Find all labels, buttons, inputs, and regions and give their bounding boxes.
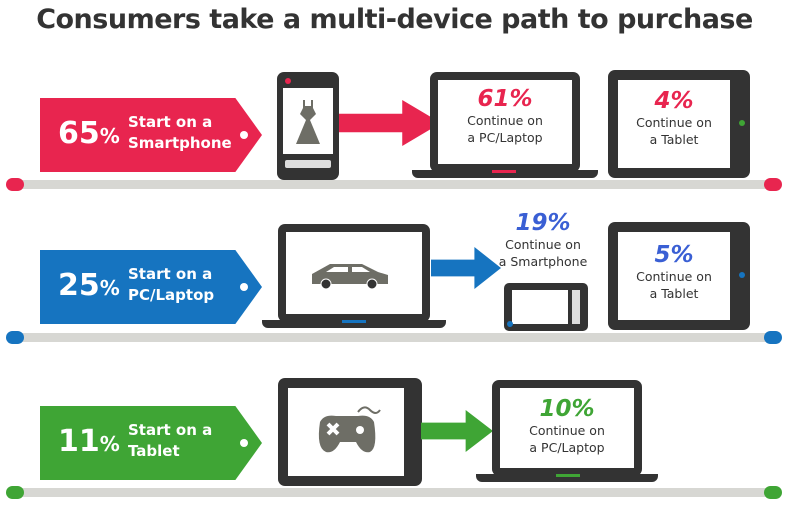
tablet-device — [608, 222, 750, 330]
start-tag-tablet: 11% Start on a Tablet — [40, 406, 262, 480]
continue-laptop: 61% Continue on a PC/Laptop — [440, 86, 570, 146]
laptop-base — [412, 170, 598, 178]
rail-end-left — [6, 486, 24, 499]
smartphone-device — [277, 72, 339, 180]
continue-label-device: a PC/Laptop — [467, 130, 543, 145]
laptop-base — [476, 474, 658, 482]
row-rail — [14, 180, 774, 189]
start-label-device: Tablet — [128, 442, 180, 460]
rail-end-right — [764, 178, 782, 191]
continue-label: Continue on — [505, 237, 581, 252]
continue-label-device: a Tablet — [649, 286, 699, 301]
camera-dot — [285, 78, 291, 84]
continue-label-device: a Smartphone — [498, 254, 588, 269]
rail-end-right — [764, 486, 782, 499]
continue-laptop: 10% Continue on a PC/Laptop — [502, 396, 632, 456]
tablet-device — [608, 70, 750, 178]
percent-sign: % — [99, 124, 120, 148]
percent-sign: % — [99, 432, 120, 456]
row-rail — [14, 488, 774, 497]
continue-label: Continue on — [529, 423, 605, 438]
continue-percent: 10% — [539, 396, 595, 422]
arrow-right-icon — [339, 100, 441, 146]
dress-icon — [296, 100, 320, 144]
row-rail — [14, 333, 774, 342]
continue-label: Continue on — [636, 269, 712, 284]
tag-hole — [240, 131, 248, 139]
tag-hole — [240, 283, 248, 291]
start-label: Start on a — [128, 265, 213, 283]
continue-label: Continue on — [467, 113, 543, 128]
continue-percent: 19% — [515, 210, 571, 236]
start-label-device: PC/Laptop — [128, 286, 215, 304]
gamepad-icon — [318, 406, 381, 453]
rail-end-left — [6, 178, 24, 191]
continue-label-device: a PC/Laptop — [529, 440, 605, 455]
smartphone-landscape-device — [504, 283, 588, 331]
continue-smartphone: 19% Continue on a Smartphone — [488, 210, 598, 270]
continue-label-device: a Tablet — [649, 132, 699, 147]
rail-end-left — [6, 331, 24, 344]
start-tag-smartphone: 65% Start on a Smartphone — [40, 98, 262, 172]
tablet-device — [278, 378, 422, 486]
percent-sign: % — [99, 276, 120, 300]
start-label: Start on a — [128, 421, 213, 439]
start-percent: 65 — [58, 116, 100, 151]
continue-percent: 5% — [654, 242, 694, 268]
continue-percent: 61% — [477, 86, 533, 112]
continue-tablet: 5% Continue on a Tablet — [618, 242, 730, 302]
laptop-device — [278, 224, 430, 322]
car-icon — [312, 264, 388, 290]
page-title: Consumers take a multi-device path to pu… — [36, 4, 753, 35]
laptop-base — [262, 320, 446, 328]
start-percent: 25 — [58, 268, 100, 303]
start-percent: 11 — [58, 424, 100, 459]
laptop-device — [492, 380, 642, 476]
continue-tablet: 4% Continue on a Tablet — [618, 88, 730, 148]
rail-end-right — [764, 331, 782, 344]
continue-label: Continue on — [636, 115, 712, 130]
laptop-device — [430, 72, 580, 172]
start-label: Start on a — [128, 113, 213, 131]
start-tag-laptop: 25% Start on a PC/Laptop — [40, 250, 262, 324]
tag-hole — [240, 439, 248, 447]
arrow-right-icon — [421, 410, 493, 452]
phone-buttons — [285, 160, 331, 168]
start-label-device: Smartphone — [128, 134, 232, 152]
continue-percent: 4% — [654, 88, 694, 114]
